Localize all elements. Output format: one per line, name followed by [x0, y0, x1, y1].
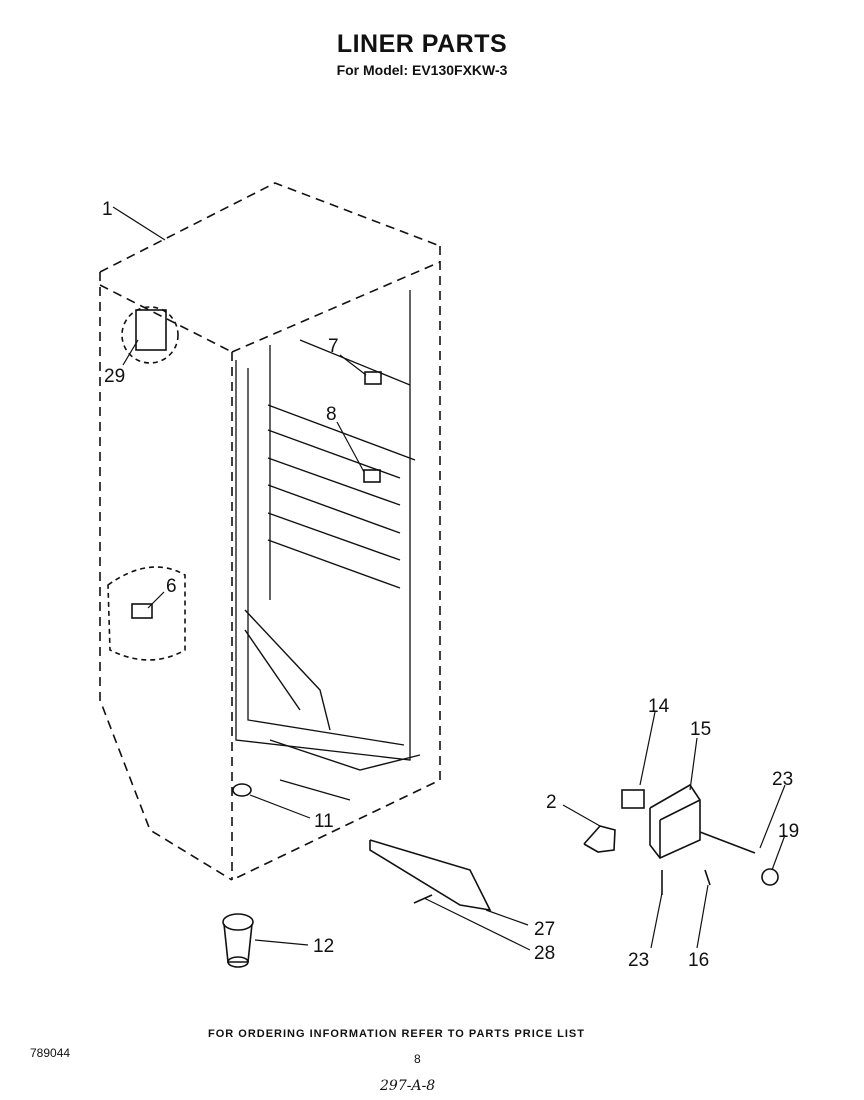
callout-1: 1	[102, 199, 113, 220]
callout-8: 8	[326, 404, 337, 425]
callout-29: 29	[104, 366, 125, 387]
bottom-section	[244, 609, 421, 801]
part-6-detail	[107, 566, 186, 661]
callout-11: 11	[314, 811, 334, 832]
ordering-info-note: FOR ORDERING INFORMATION REFER TO PARTS …	[208, 1028, 585, 1040]
bracket-2	[583, 825, 616, 853]
screw-16	[704, 869, 711, 886]
trough-27	[369, 839, 492, 912]
bracket-7	[364, 371, 382, 385]
knob-19	[761, 868, 779, 886]
control-box-15	[649, 783, 701, 859]
leader-lines	[112, 206, 786, 951]
bracket-8	[363, 469, 381, 483]
drain-tube-12	[222, 913, 254, 968]
handwritten-note: 297-A-8	[380, 1078, 436, 1094]
drain-part-11	[232, 783, 252, 797]
hinge-29-detail	[121, 306, 179, 364]
callout-23-bottom: 23	[628, 950, 649, 971]
page-number: 8	[414, 1052, 421, 1066]
model-subtitle: For Model: EV130FXKW-3	[336, 62, 508, 78]
document-code: 789044	[30, 1046, 71, 1060]
callout-27: 27	[534, 919, 555, 940]
callout-14: 14	[648, 696, 670, 717]
callout-6: 6	[166, 576, 177, 597]
callout-12: 12	[313, 936, 334, 957]
shelf-rails	[267, 404, 416, 589]
inner-liner	[235, 290, 411, 761]
page-title: LINER PARTS	[336, 30, 508, 58]
switch-14	[621, 789, 645, 809]
callout-16: 16	[688, 950, 709, 971]
cabinet-shell	[99, 182, 441, 881]
callout-7: 7	[328, 336, 339, 357]
screw-28	[413, 894, 433, 904]
callout-19: 19	[778, 821, 799, 842]
callout-23-right: 23	[772, 769, 793, 790]
callout-labels: 1 29 7 8 6 11 12 14 15 2 23 19 27 28 23 …	[102, 199, 799, 971]
callout-28: 28	[534, 943, 555, 964]
callout-15: 15	[690, 719, 711, 740]
callout-2: 2	[546, 792, 557, 813]
screw-23-right	[699, 831, 756, 854]
